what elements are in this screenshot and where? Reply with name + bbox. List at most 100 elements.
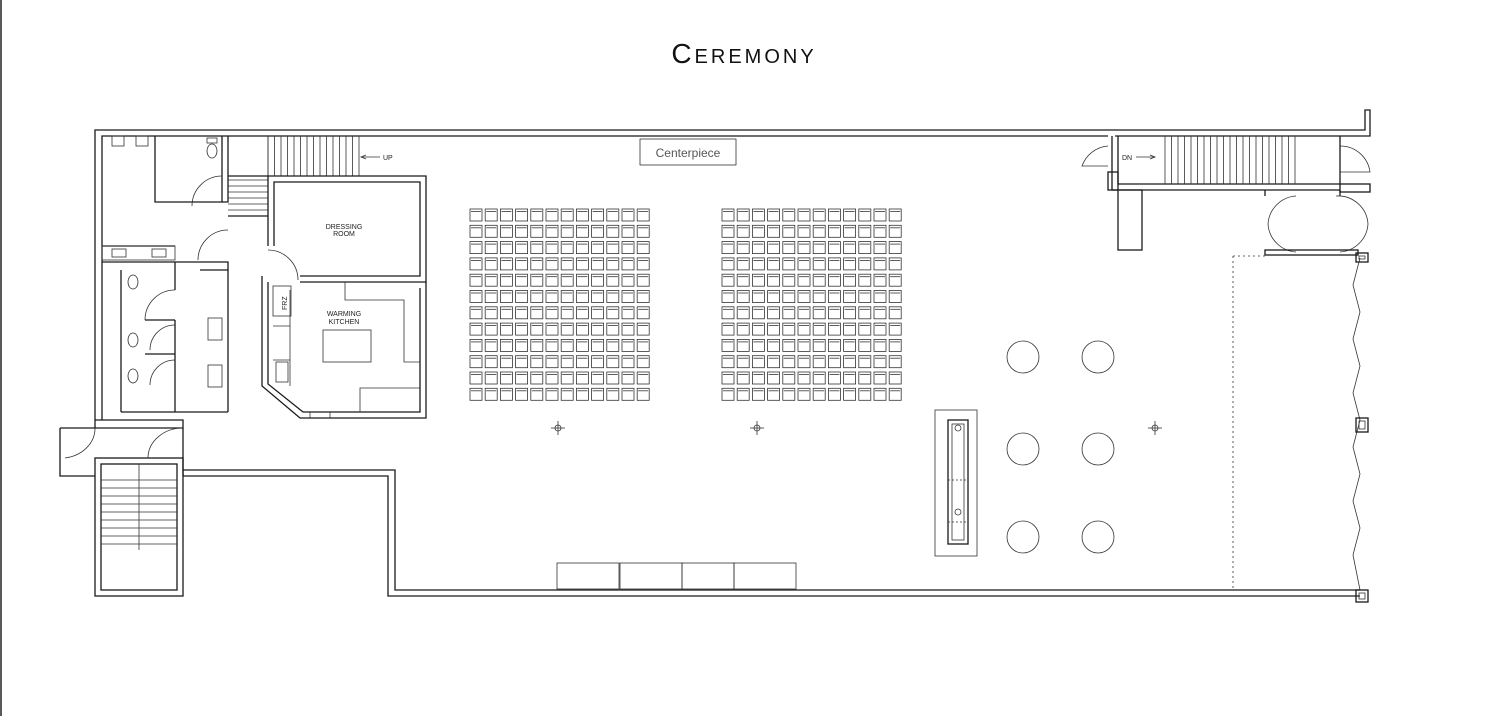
chair [545, 241, 559, 255]
chair [736, 257, 750, 271]
chair [545, 355, 559, 369]
chair [484, 257, 498, 271]
buffet-tables [556, 562, 797, 590]
chair [484, 355, 498, 369]
chair [606, 290, 620, 303]
round-table [1081, 340, 1115, 374]
chair [767, 257, 780, 271]
chair [545, 371, 559, 385]
centerpiece-label: Centerpiece [656, 146, 721, 160]
chair [843, 387, 856, 401]
stairs-up-label: UP [383, 155, 393, 162]
chair [621, 273, 635, 287]
chair [560, 355, 574, 369]
chair [469, 338, 483, 352]
chair [606, 273, 620, 287]
chair [530, 338, 544, 352]
chair [469, 257, 483, 271]
chair [484, 306, 498, 320]
chair [515, 355, 528, 369]
chair [515, 290, 528, 303]
chair [736, 241, 750, 255]
chair [530, 371, 544, 385]
chair [752, 241, 765, 255]
chair [469, 273, 483, 287]
chair [591, 387, 604, 401]
chair [606, 306, 620, 320]
chair [499, 273, 513, 287]
chair [560, 290, 574, 303]
chair [484, 371, 498, 385]
chair [576, 387, 589, 401]
chair [873, 338, 887, 352]
chair [721, 355, 735, 369]
chair [545, 387, 559, 401]
chair [858, 208, 872, 222]
exterior-walls [59, 109, 1371, 603]
chair [545, 257, 559, 271]
chair [828, 306, 841, 320]
chair [721, 306, 735, 320]
chair [636, 322, 650, 336]
chair [782, 387, 796, 401]
chair [828, 208, 841, 222]
chair [621, 387, 635, 401]
chair [606, 322, 620, 336]
chair [591, 208, 604, 222]
chair [888, 338, 902, 352]
chair [858, 273, 872, 287]
chair [636, 241, 650, 255]
chair [888, 224, 902, 238]
chair [752, 290, 765, 303]
chair [515, 387, 528, 401]
chair [752, 322, 765, 336]
chair [560, 273, 574, 287]
chair [888, 257, 902, 271]
chair [621, 224, 635, 238]
chair [812, 322, 826, 336]
chair [736, 322, 750, 336]
chair [469, 355, 483, 369]
chair [545, 338, 559, 352]
chair [576, 208, 589, 222]
chair [873, 208, 887, 222]
chair [797, 355, 811, 369]
chair [888, 306, 902, 320]
chair [843, 371, 856, 385]
right-double-door [1264, 190, 1369, 256]
chair [736, 355, 750, 369]
chair [812, 224, 826, 238]
round-table [1081, 432, 1115, 466]
chair [721, 322, 735, 336]
chair [721, 387, 735, 401]
chair [782, 208, 796, 222]
chair [469, 387, 483, 401]
chair [752, 355, 765, 369]
chair [858, 241, 872, 255]
round-table [1006, 340, 1040, 374]
chair [576, 322, 589, 336]
chair [530, 322, 544, 336]
chair [767, 338, 780, 352]
chair [812, 273, 826, 287]
chair [873, 322, 887, 336]
chair [606, 257, 620, 271]
chair [721, 290, 735, 303]
chair [797, 290, 811, 303]
chair [591, 290, 604, 303]
chair [767, 371, 780, 385]
chair [469, 208, 483, 222]
chair [560, 306, 574, 320]
chair [576, 290, 589, 303]
chair [752, 273, 765, 287]
chair [736, 387, 750, 401]
chair [499, 290, 513, 303]
bar [934, 409, 978, 557]
chair [782, 371, 796, 385]
chair [858, 306, 872, 320]
chair [621, 338, 635, 352]
chair [797, 338, 811, 352]
chair [797, 306, 811, 320]
chair [530, 273, 544, 287]
chair [828, 322, 841, 336]
